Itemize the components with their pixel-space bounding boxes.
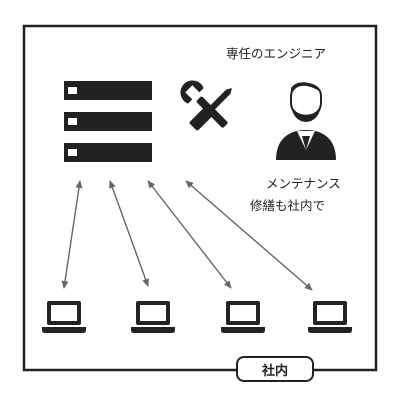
connection-arrows: [61, 180, 313, 291]
laptop-icon: [131, 301, 175, 333]
engineer-avatar-icon: [276, 82, 336, 160]
laptop-icon: [308, 301, 352, 333]
frame-label: 社内: [236, 356, 314, 382]
arrow-laptop-3: [147, 180, 232, 289]
wrench-screwdriver-icon: [180, 80, 232, 131]
arrow-laptop-2: [109, 180, 149, 287]
engineer-title: 専任のエンジニア: [226, 46, 327, 61]
arrow-laptop-4: [185, 180, 313, 291]
arrow-laptop-1: [61, 180, 83, 289]
maintenance-caption-line1: メンテナンス: [266, 176, 341, 191]
office-frame: [22, 24, 378, 372]
laptop-icon: [221, 301, 265, 333]
server-rack-icon: [64, 81, 152, 162]
laptop-icon: [42, 301, 86, 333]
maintenance-caption-line2: 修繕も社内で: [250, 198, 326, 213]
